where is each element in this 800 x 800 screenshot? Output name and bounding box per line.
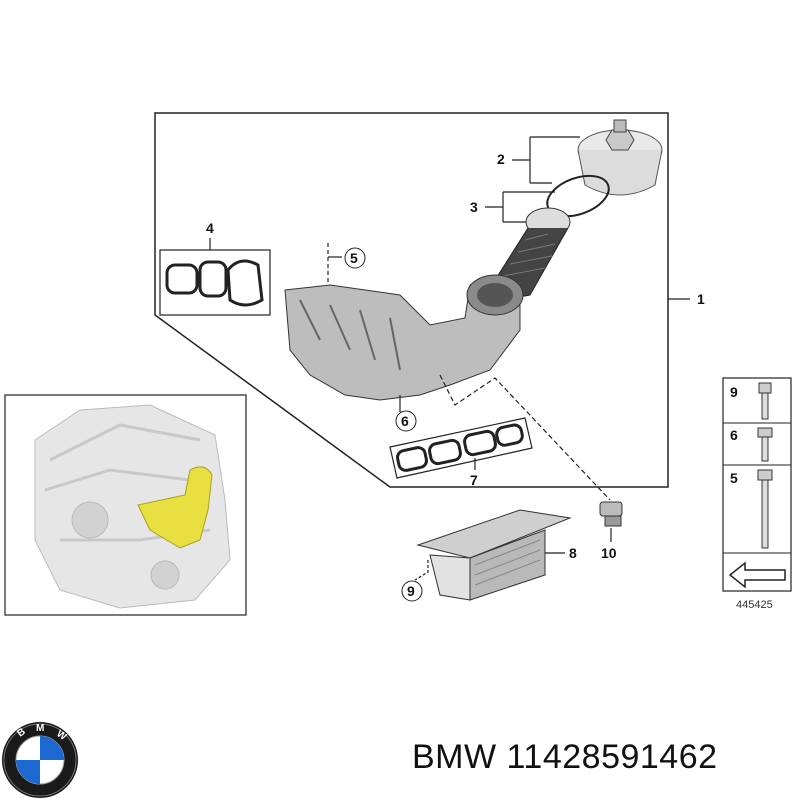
oil-pressure-sensor — [599, 501, 623, 527]
svg-text:M: M — [36, 723, 44, 734]
hardware-label-5: 5 — [730, 470, 738, 486]
callout-7: 7 — [470, 472, 478, 488]
callout-1: 1 — [697, 291, 705, 307]
engine-block-illustration — [34, 404, 231, 609]
long-bolt-icon — [757, 469, 773, 549]
callout-9: 9 — [407, 583, 415, 599]
hardware-panel — [722, 377, 792, 592]
callout-8: 8 — [569, 545, 577, 561]
hardware-label-6: 6 — [730, 427, 738, 443]
part-caption: BMW 11428591462 — [412, 738, 718, 777]
oil-filter-housing — [284, 274, 524, 401]
diagram-number: 445425 — [736, 599, 773, 611]
direction-arrow-icon — [728, 561, 786, 589]
hardware-label-9: 9 — [730, 384, 738, 400]
callout-2: 2 — [497, 151, 505, 167]
highlighted-oil-filter-housing — [137, 466, 213, 549]
callout-4: 4 — [206, 220, 214, 236]
cooler-gasket — [396, 423, 524, 472]
callout-10: 10 — [601, 545, 617, 561]
brand-name: BMW — [412, 738, 497, 776]
o-ring — [546, 174, 610, 218]
housing-gasket — [165, 259, 264, 307]
callout-6: 6 — [401, 413, 409, 429]
callout-5: 5 — [350, 250, 358, 266]
bmw-logo-icon: B M W — [2, 722, 78, 798]
callout-3: 3 — [470, 199, 478, 215]
oil-filter-cap — [577, 119, 663, 196]
oil-cooler — [416, 509, 572, 601]
assembly-frame — [154, 112, 669, 488]
short-bolt-icon — [758, 382, 772, 420]
part-number: 11428591462 — [506, 738, 718, 776]
medium-bolt-icon — [757, 427, 773, 462]
